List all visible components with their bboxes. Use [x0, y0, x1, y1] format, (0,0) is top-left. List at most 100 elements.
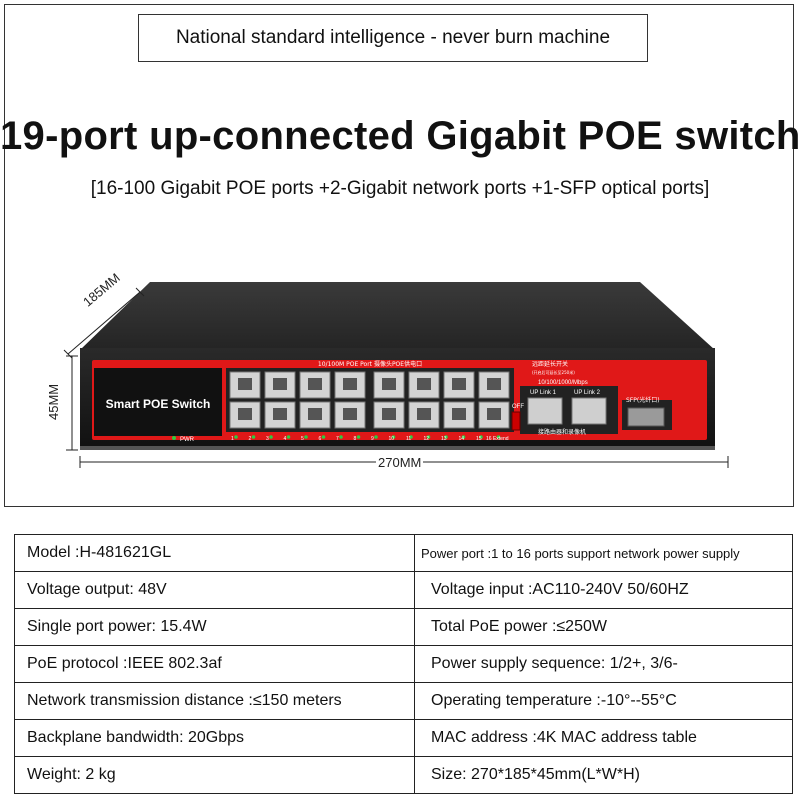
port-number: 8 [354, 436, 357, 442]
port-number: 3 [266, 436, 269, 442]
port-number: 11 [406, 436, 411, 442]
switch-top [80, 282, 715, 350]
sfp-port[interactable] [627, 407, 665, 427]
product-frame [4, 4, 794, 507]
port-number: 10 [389, 436, 395, 442]
port-number: 15 [476, 436, 482, 442]
spec-cell-right: Size: 270*185*45mm(L*W*H) [414, 756, 793, 794]
poe-port-socket [273, 378, 287, 390]
spec-cell-left: Weight: 2 kg [14, 756, 415, 794]
poe-port-socket [382, 378, 396, 390]
port-number: 14 [459, 436, 465, 442]
port-led [269, 435, 273, 439]
spec-cell-right: MAC address :4K MAC address table [414, 719, 793, 757]
poe-port-socket [308, 378, 322, 390]
port-number: 12 [424, 436, 430, 442]
poe-port-socket [417, 408, 431, 420]
port-led [461, 435, 466, 439]
sfp-label: SFP(光纤口) [626, 396, 660, 404]
poe-port-socket [273, 408, 287, 420]
extend-label: 远距延长开关 [532, 360, 568, 368]
spec-row: Network transmission distance :≤150 mete… [14, 682, 793, 720]
port-led [234, 435, 238, 439]
spec-cell-right: Power port :1 to 16 ports support networ… [414, 534, 793, 572]
slogan-box: National standard intelligence - never b… [138, 14, 648, 62]
width-dimension-label: 270MM [376, 455, 424, 470]
spec-cell-left: Voltage output: 48V [14, 571, 415, 609]
spec-cell-right: Voltage input :AC110-240V 50/60HZ [414, 571, 793, 609]
port-number: 4 [284, 436, 287, 442]
ethernet-ports [229, 371, 510, 429]
extend-toggle[interactable] [511, 411, 521, 431]
port-led [304, 435, 308, 439]
poe-port[interactable] [229, 401, 261, 429]
poe-port-socket [382, 408, 396, 420]
poe-port-socket [308, 408, 322, 420]
port-led [321, 435, 326, 439]
uplink-2-label: UP Link 2 [574, 390, 601, 396]
pwr-led [172, 436, 176, 440]
poe-port-socket [238, 408, 252, 420]
product-title: 19-port up-connected Gigabit POE switch [0, 114, 800, 158]
port-led [444, 435, 448, 439]
poe-port[interactable] [334, 401, 366, 429]
port-led [426, 435, 431, 439]
port-number: 2 [249, 436, 252, 442]
port-led [339, 435, 343, 439]
height-dimension-label: 45MM [46, 383, 61, 420]
port-number: 9 [371, 436, 374, 442]
uplink-note: 接路由器和录像机 [538, 428, 586, 436]
poe-port-socket [487, 408, 501, 420]
spec-cell-left: Network transmission distance :≤150 mete… [14, 682, 415, 720]
slogan-text: National standard intelligence - never b… [175, 27, 611, 48]
depth-dimension-line [67, 291, 141, 355]
spec-cell-left: PoE protocol :IEEE 802.3af [14, 645, 415, 683]
depth-dimension-tick [135, 287, 145, 297]
product-subtitle: [16-100 Gigabit POE ports +2-Gigabit net… [90, 178, 710, 199]
poe-port-socket [343, 408, 357, 420]
port-led [356, 435, 361, 439]
port-led [391, 435, 396, 439]
poe-port-socket [238, 378, 252, 390]
port-led [409, 435, 413, 439]
port-led [251, 435, 256, 439]
extend-note: (开启后可延长至250米) [532, 369, 575, 375]
poe-port-label: 10/100M POE Port 摄像头POE供电口 [318, 360, 422, 368]
poe-port-socket [452, 408, 466, 420]
uplink-1-label: UP Link 1 [530, 390, 557, 396]
port-led [479, 435, 483, 439]
poe-port-socket [452, 378, 466, 390]
switch-bottom-edge [80, 446, 715, 450]
uplink-1-port[interactable] [527, 397, 563, 425]
spec-cell-left: Backplane bandwidth: 20Gbps [14, 719, 415, 757]
off-label: OFF [512, 404, 524, 410]
spec-cell-right: Operating temperature :-10°--55°C [414, 682, 793, 720]
brand-plate [94, 368, 222, 436]
poe-port-socket [417, 378, 431, 390]
port-number: 7 [336, 436, 339, 442]
port-number: 1 [231, 436, 234, 442]
port-number: 6 [319, 436, 322, 442]
spec-cell-right: Total PoE power :≤250W [414, 608, 793, 646]
spec-cell-right: Power supply sequence: 1/2+, 3/6- [414, 645, 793, 683]
port-number: 5 [301, 436, 304, 442]
port-number: 13 [441, 436, 447, 442]
uplink-2-port[interactable] [571, 397, 607, 425]
poe-port-socket [343, 378, 357, 390]
port-led [286, 435, 291, 439]
poe-port-socket [487, 378, 501, 390]
port-led [374, 435, 378, 439]
uplink-speed-label: 10/100/1000/Mbps [538, 380, 588, 386]
depth-dimension-tick [63, 349, 73, 359]
port-led [496, 435, 501, 439]
